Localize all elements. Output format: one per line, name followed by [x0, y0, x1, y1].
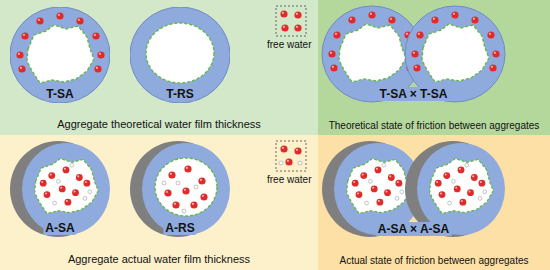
- free-water-box: [276, 141, 306, 171]
- panel: Actual state of friction between aggrega…: [318, 135, 550, 270]
- aggregate-label: A-RS: [163, 221, 196, 235]
- aggregate-label: A-SA: [43, 221, 76, 235]
- panel-caption: Aggregate actual water film thickness: [3, 253, 315, 266]
- aggregate-label: T-SA: [44, 87, 75, 101]
- aggregate-ellipse: A-SA: [10, 141, 110, 237]
- panel-ground: [318, 0, 550, 135]
- water-molecule: [279, 161, 283, 165]
- water-molecule: [294, 11, 301, 18]
- panel-caption: Aggregate theoretical water film thickne…: [3, 118, 315, 131]
- panel-ground: [318, 135, 550, 270]
- water-molecule: [280, 145, 287, 152]
- pair-label: A-SA × A-SA: [375, 222, 452, 236]
- water-molecule: [294, 24, 301, 31]
- aggregate-ellipse: T-SA: [10, 7, 110, 103]
- panel-caption: Theoretical state of friction between ag…: [321, 120, 547, 132]
- panel-caption: Actual state of friction between aggrega…: [321, 255, 547, 267]
- panel-ground: [0, 0, 318, 135]
- aggregate-label: T-RS: [164, 87, 195, 101]
- free-water-box: [276, 6, 306, 36]
- water-molecule: [285, 158, 292, 165]
- water-molecule: [298, 161, 302, 165]
- aggregate-ellipse: T-RS: [130, 7, 230, 103]
- panel: Theoretical state of friction between ag…: [318, 0, 550, 135]
- pair-label: T-SA × T-SA: [377, 87, 451, 101]
- panel: Aggregate actual water film thickness A-S…: [0, 135, 318, 270]
- water-molecule: [281, 24, 288, 31]
- aggregate-ellipse: A-RS: [130, 141, 230, 237]
- panel: Aggregate theoretical water film thickne…: [0, 0, 318, 135]
- water-molecule: [294, 147, 301, 154]
- panel-ground: [0, 135, 318, 270]
- free-water-label: free water: [267, 173, 311, 187]
- water-molecule: [280, 10, 287, 17]
- free-water-label: free water: [267, 38, 311, 52]
